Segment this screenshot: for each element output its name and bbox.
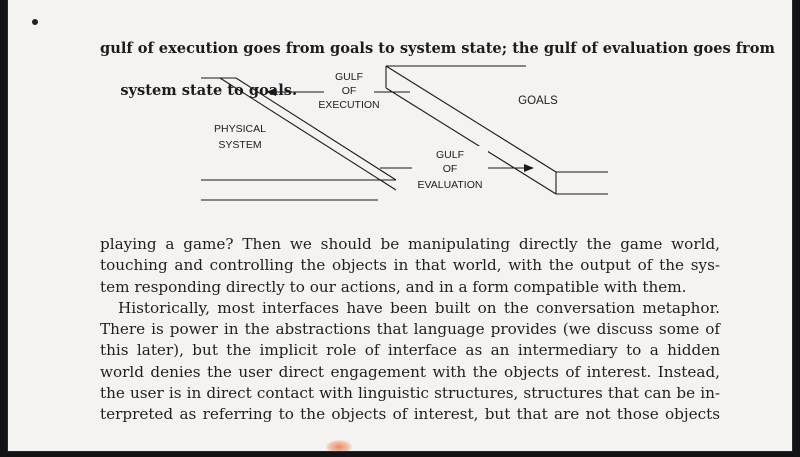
goals-label: GOALS [518, 95, 558, 107]
body-line: tem responding directly to our actions, … [100, 277, 687, 296]
execution-arrowhead-icon [266, 88, 276, 96]
gulf-eval-label-3: EVALUATION [418, 179, 483, 191]
system-slope-lower [219, 77, 397, 191]
body-line: the user is in direct contact with lingu… [100, 384, 720, 403]
gulf-eval-label-1: GULF [436, 149, 464, 161]
body-paragraphs: playing a game? Then we should be manipu… [100, 234, 720, 426]
evaluation-arrowhead-icon [524, 164, 534, 172]
goals-slope-lower [385, 87, 557, 195]
physical-label-2: SYSTEM [218, 139, 261, 151]
body-line: world denies the user direct engagement … [100, 362, 720, 381]
body-line: Historically, most interfaces have been … [118, 298, 720, 317]
gulf-exec-label-3: EXECUTION [318, 99, 379, 111]
body-line: this later), but the implicit role of in… [100, 341, 720, 360]
bullet-dot [32, 19, 38, 25]
system-slope-upper [235, 77, 397, 181]
goals-slope-upper [385, 65, 557, 173]
physical-label-1: PHYSICAL [214, 123, 266, 135]
gulf-exec-label-2: OF [342, 85, 357, 97]
gulf-eval-label-2: OF [443, 163, 458, 175]
cursor-highlight [326, 440, 352, 451]
gulf-exec-label-1: GULF [335, 71, 363, 83]
body-line: There is power in the abstractions that … [100, 320, 720, 339]
document-page: gulf of execution goes from goals to sys… [8, 0, 792, 451]
gulfs-diagram: GULF OF EXECUTION GULF OF EVALUATION PHY… [201, 65, 608, 201]
body-line: terpreted as referring to the objects of… [100, 405, 720, 424]
body-line: touching and controlling the objects in … [100, 256, 720, 275]
body-line: playing a game? Then we should be manipu… [100, 235, 720, 253]
